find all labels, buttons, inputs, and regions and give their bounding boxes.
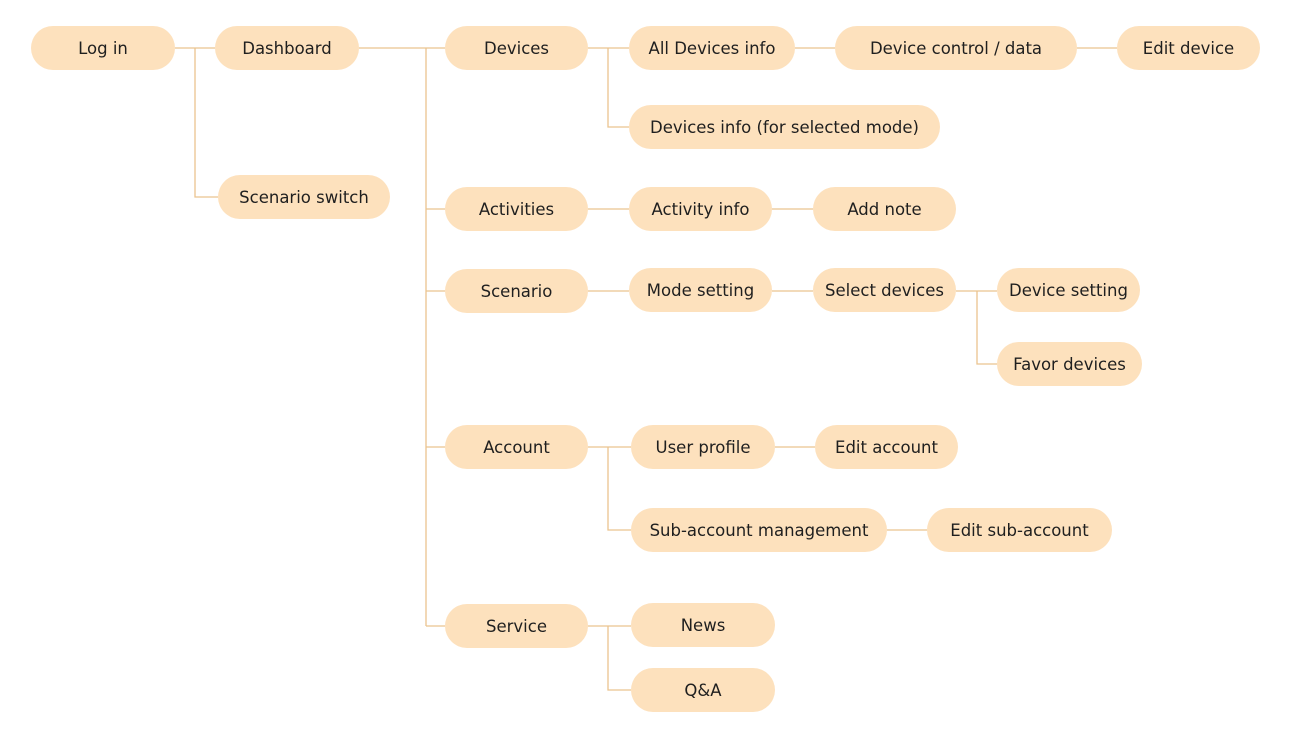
connector-devices-mode-info: [607, 48, 629, 128]
node-news: News: [631, 603, 775, 647]
node-service: Service: [445, 604, 588, 648]
node-device-control-data: Device control / data: [835, 26, 1077, 70]
node-account: Account: [445, 425, 588, 469]
node-log-in: Log in: [31, 26, 175, 70]
node-scenario: Scenario: [445, 269, 588, 313]
node-edit-account: Edit account: [815, 425, 958, 469]
node-all-devices-info: All Devices info: [629, 26, 795, 70]
node-edit-device: Edit device: [1117, 26, 1260, 70]
node-dashboard: Dashboard: [215, 26, 359, 70]
connector-service-qa: [607, 626, 631, 691]
node-activities: Activities: [445, 187, 588, 231]
node-add-note: Add note: [813, 187, 956, 231]
node-scenario-switch: Scenario switch: [218, 175, 390, 219]
node-devices: Devices: [445, 26, 588, 70]
node-user-profile: User profile: [631, 425, 775, 469]
node-favor-devices: Favor devices: [997, 342, 1142, 386]
node-mode-setting: Mode setting: [629, 268, 772, 312]
node-devices-info-selected-mode: Devices info (for selected mode): [629, 105, 940, 149]
node-device-setting: Device setting: [997, 268, 1140, 312]
connector-account-sub-account: [607, 447, 631, 531]
node-qa: Q&A: [631, 668, 775, 712]
node-activity-info: Activity info: [629, 187, 772, 231]
node-edit-sub-account: Edit sub-account: [927, 508, 1112, 552]
node-sub-account-management: Sub-account management: [631, 508, 887, 552]
connector-login-scenario-switch: [194, 48, 218, 198]
node-select-devices: Select devices: [813, 268, 956, 312]
connector-select-favor: [976, 291, 997, 365]
